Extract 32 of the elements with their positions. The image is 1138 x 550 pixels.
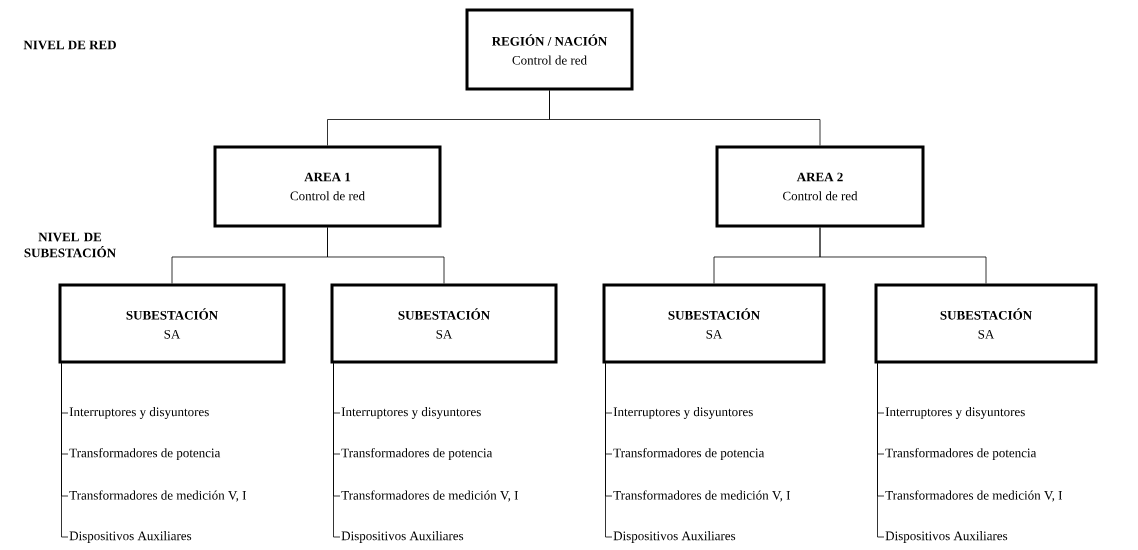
equipment-label: Dispositivos Auxiliares xyxy=(885,531,1008,543)
equipment-label: Transformadores de potencia xyxy=(341,448,493,460)
control-box: SUBESTACIÓN SA xyxy=(330,283,558,364)
equipment-label: Transformadores de potencia xyxy=(613,448,765,460)
equipment-label: Interruptores y disyuntores xyxy=(885,407,1025,419)
equipment-label: Interruptores y disyuntores xyxy=(69,407,209,419)
connector-line xyxy=(877,363,885,538)
control-box: SUBESTACIÓN SA xyxy=(874,283,1098,364)
equipment-label: Dispositivos Auxiliares xyxy=(69,531,192,543)
control-box: AREA 1 Control de red xyxy=(213,145,442,228)
connector-line xyxy=(61,363,69,538)
control-box: SUBESTACIÓN SA xyxy=(602,283,826,364)
level-label: NIVEL DE RED xyxy=(23,40,116,50)
connector-line xyxy=(605,363,613,538)
equipment-label: Dispositivos Auxiliares xyxy=(341,531,464,543)
control-box: REGIÓN / NACIÓN Control de red xyxy=(465,8,634,91)
equipment-label: Interruptores y disyuntores xyxy=(613,407,753,419)
connector-line xyxy=(333,363,341,538)
equipment-label: Transformadores de potencia xyxy=(69,448,221,460)
equipment-label: Transformadores de medición V, I xyxy=(341,490,519,502)
level-label: NIVEL DE SUBESTACIÓN xyxy=(24,232,116,258)
control-box: SUBESTACIÓN SA xyxy=(58,283,286,364)
connector-line xyxy=(819,227,987,284)
connector-line xyxy=(327,227,445,284)
equipment-label: Dispositivos Auxiliares xyxy=(613,531,736,543)
connector-line xyxy=(549,90,821,146)
control-box: AREA 2 Control de red xyxy=(715,145,925,228)
equipment-label: Transformadores de medición V, I xyxy=(69,490,247,502)
equipment-label: Transformadores de potencia xyxy=(885,448,1037,460)
equipment-label: Transformadores de medición V, I xyxy=(885,490,1063,502)
equipment-label: Transformadores de medición V, I xyxy=(613,490,791,502)
equipment-label: Interruptores y disyuntores xyxy=(341,407,481,419)
